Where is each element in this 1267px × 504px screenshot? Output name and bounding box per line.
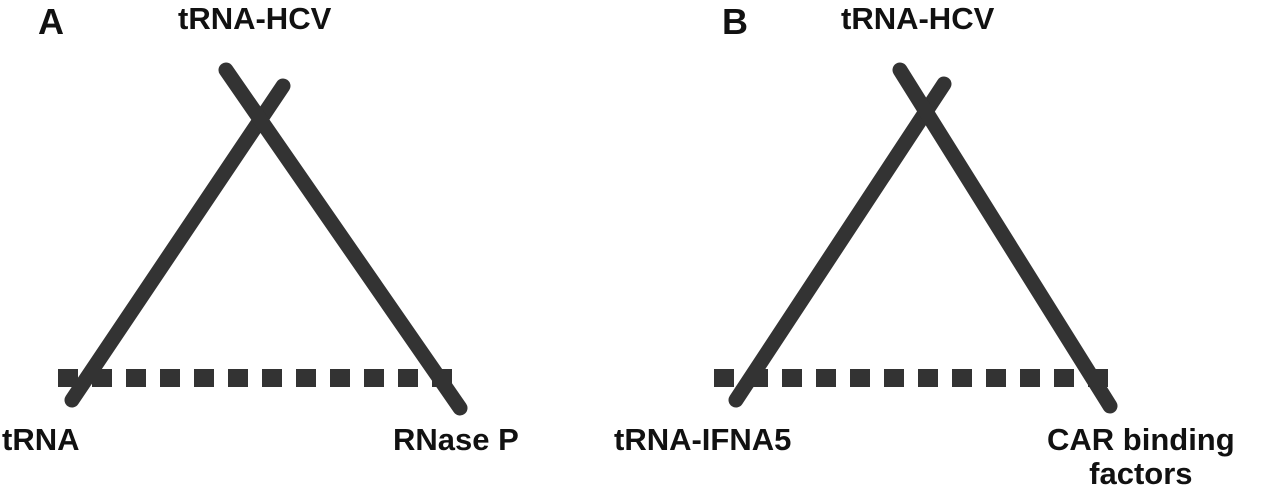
- panel-a-right-label: RNase P: [393, 422, 519, 457]
- panel-b-left-edge: [728, 76, 952, 408]
- panel-b-top-label: tRNA-HCV: [841, 1, 995, 36]
- panel-b-right-label: CAR binding factors: [1047, 422, 1235, 492]
- panel-a-left-edge: [64, 78, 291, 408]
- panel-b-letter: B: [722, 1, 748, 42]
- panel-b-left-label: tRNA-IFNA5: [614, 422, 792, 457]
- panel-b-right-label-line1: CAR binding: [1047, 422, 1235, 457]
- panel-a-top-label: tRNA-HCV: [178, 1, 332, 36]
- panel-a-left-label: tRNA: [2, 422, 80, 457]
- panel-a-letter: A: [38, 1, 64, 42]
- panel-b-right-label-line2: factors: [1089, 456, 1193, 492]
- panel-a-triangle: [58, 62, 468, 416]
- panel-a-right-edge: [218, 62, 468, 416]
- panel-b-triangle: [714, 62, 1120, 414]
- panel-b-right-edge: [892, 62, 1118, 414]
